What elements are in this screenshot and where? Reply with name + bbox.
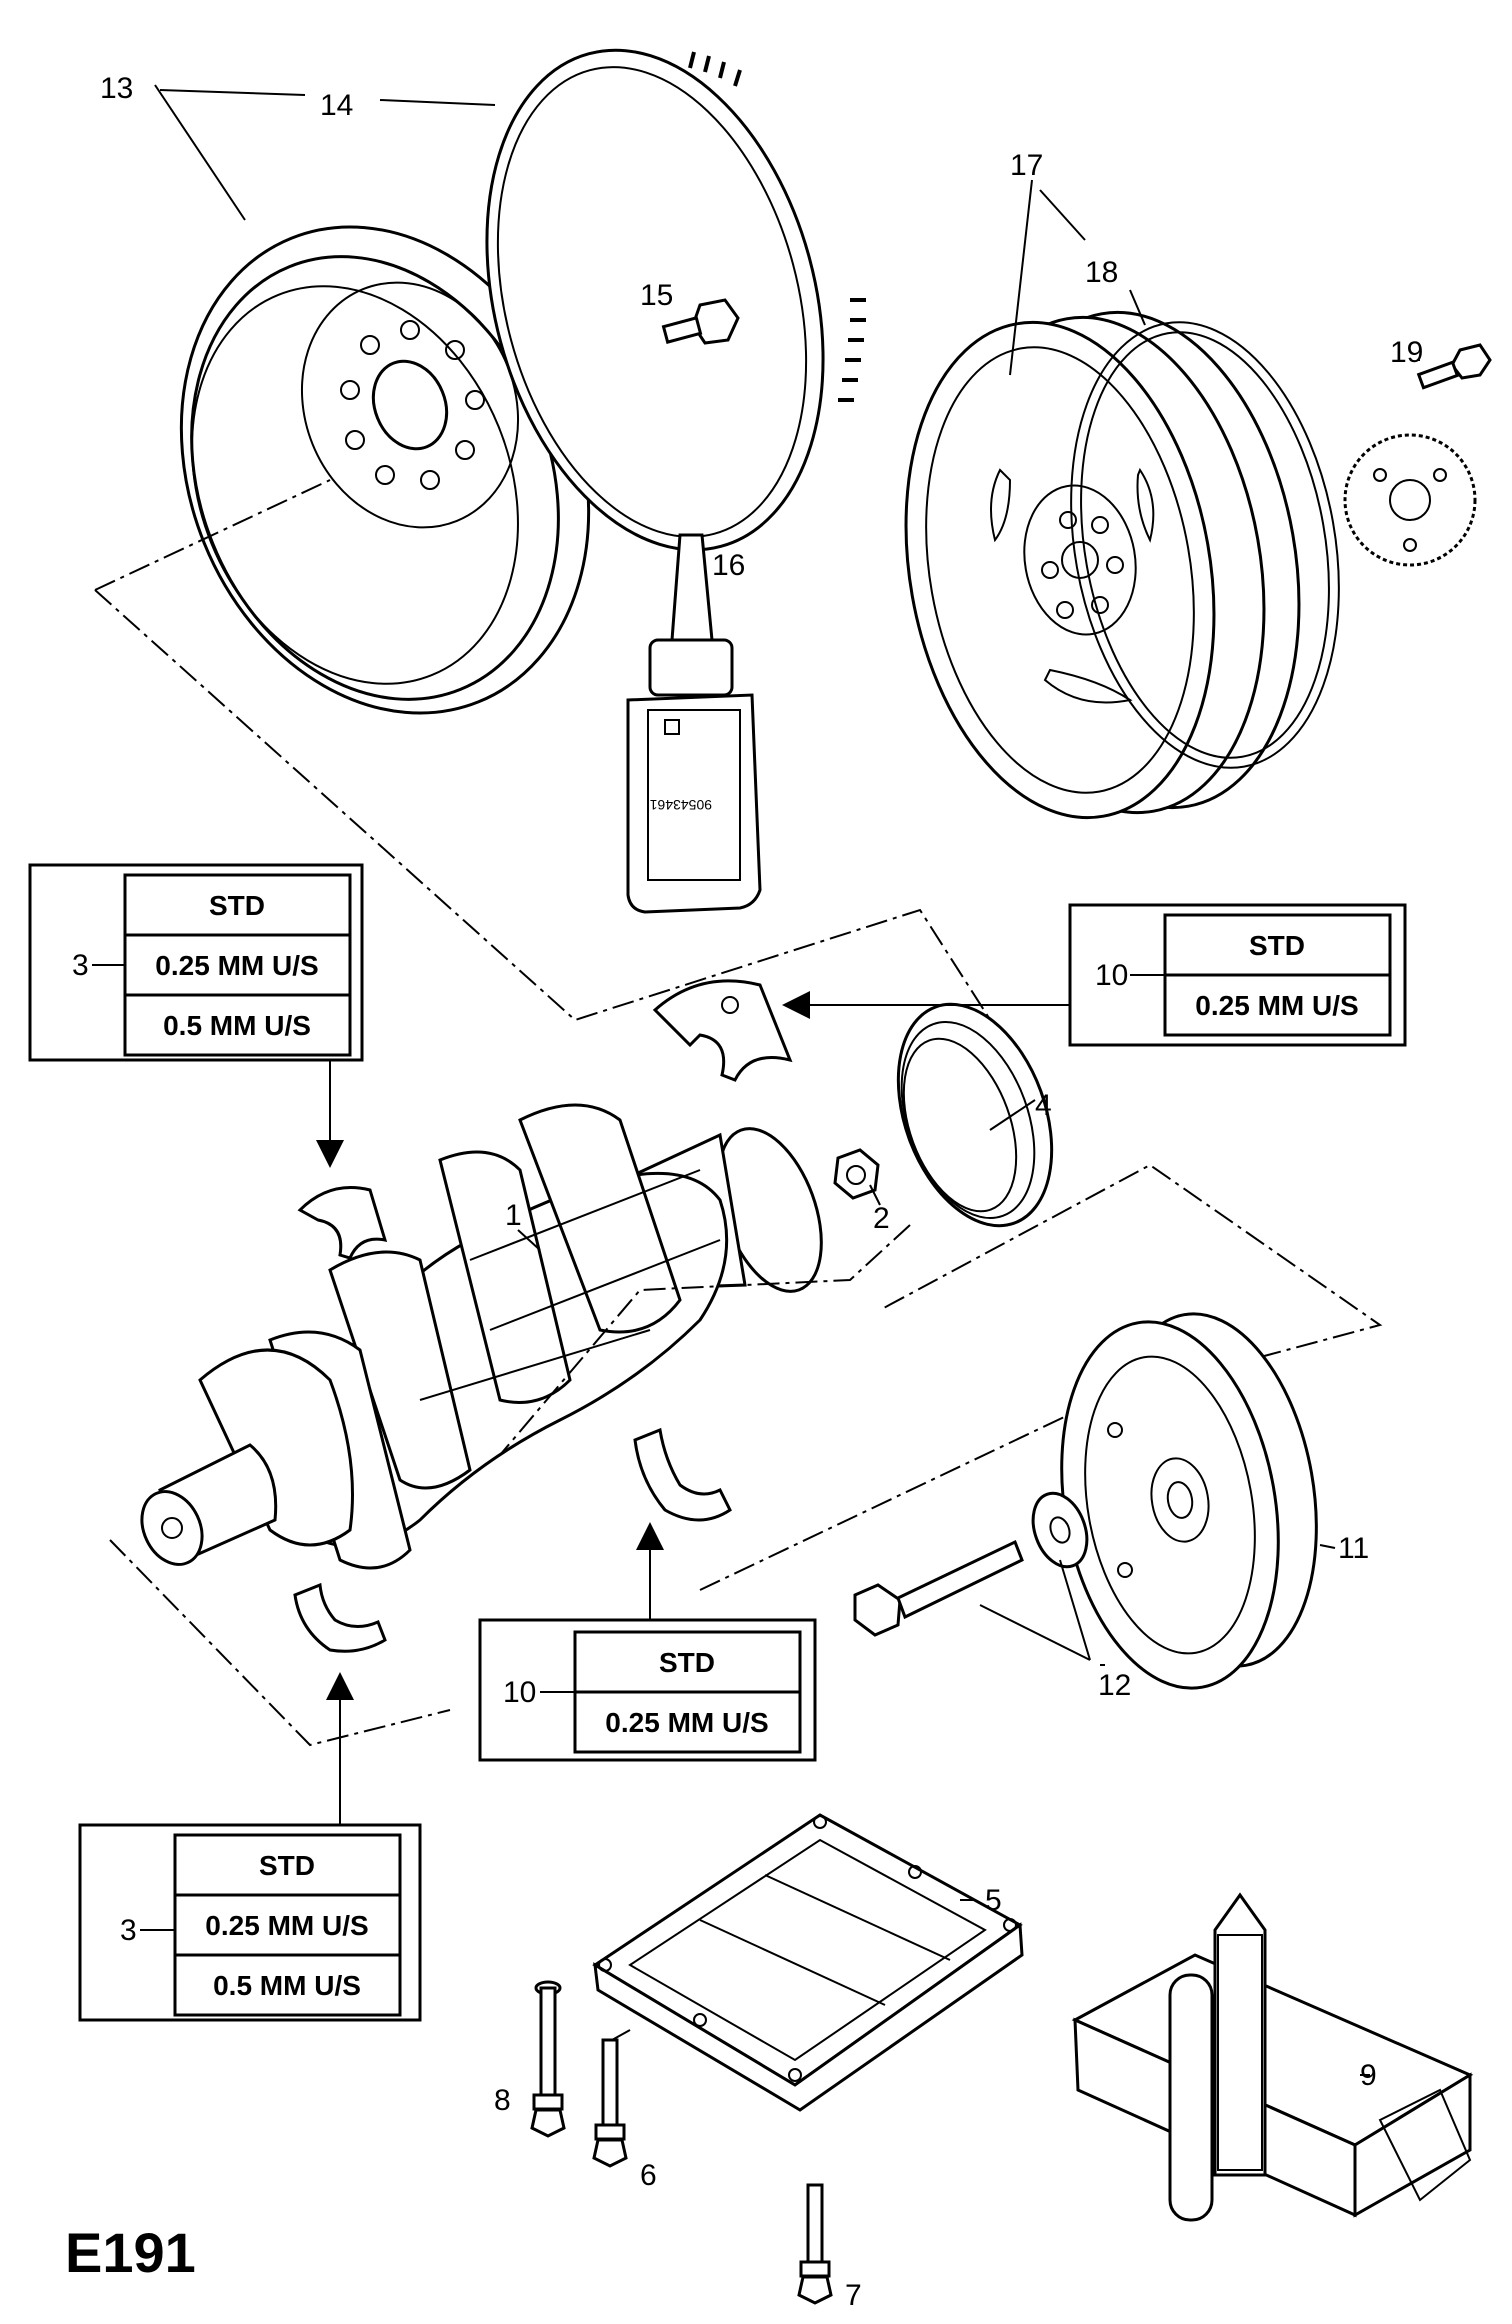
callout-12: 12 bbox=[1098, 1669, 1131, 1702]
lower-left-bearing-shell bbox=[293, 1582, 387, 1653]
flywheel-bolt bbox=[661, 298, 740, 345]
bolt-7 bbox=[797, 2183, 833, 2305]
ladder-frame bbox=[592, 1813, 1024, 2112]
callout-7: 7 bbox=[845, 2279, 862, 2312]
callout-13: 13 bbox=[100, 72, 133, 105]
table-row-05: 0.5 MM U/S bbox=[213, 1970, 361, 2001]
callout-11: 11 bbox=[1338, 1532, 1369, 1565]
table-row-025: 0.25 MM U/S bbox=[155, 950, 318, 981]
callout-2: 2 bbox=[873, 1202, 890, 1235]
pilot-bearing bbox=[833, 1148, 880, 1200]
sealant-kit bbox=[1071, 1892, 1474, 2222]
table-row-025: 0.25 MM U/S bbox=[205, 1910, 368, 1941]
disc-bolt bbox=[1416, 343, 1492, 390]
diagram-code: E191 bbox=[65, 2221, 196, 2284]
bolt-6 bbox=[592, 2038, 628, 2168]
bolt-8 bbox=[530, 1980, 566, 2138]
crankshaft bbox=[140, 1103, 823, 1570]
bottle-label-text: 90543461 bbox=[649, 797, 712, 813]
callout-16: 16 bbox=[712, 549, 745, 582]
starter-gear-ring bbox=[1070, 321, 1340, 769]
callout-19: 19 bbox=[1390, 336, 1423, 369]
table-row-05: 0.5 MM U/S bbox=[163, 1010, 311, 1041]
upper-main-bearing-shell bbox=[652, 979, 793, 1082]
callouts: 13 14 15 16 17 18 19 1 2 4 11 12 5 9 8 6… bbox=[100, 72, 1423, 2312]
bearing-size-table-upper-right: STD 0.25 MM U/S 10 bbox=[782, 903, 1407, 1047]
pulley-bolt bbox=[853, 1539, 1024, 1637]
table-row-std: STD bbox=[659, 1647, 715, 1678]
table-row-std: STD bbox=[209, 890, 265, 921]
crankshaft-pulley bbox=[1060, 1312, 1318, 1690]
bearing-size-table-upper-left: STD 0.25 MM U/S 0.5 MM U/S 3 bbox=[28, 863, 364, 1168]
rear-oil-seal bbox=[896, 1002, 1054, 1228]
reluctor-disc bbox=[1343, 433, 1477, 567]
callout-14: 14 bbox=[320, 89, 353, 122]
callout-8: 8 bbox=[494, 2084, 511, 2117]
thread-locker-bottle: 90543461 bbox=[626, 533, 762, 914]
leader-lines bbox=[154, 84, 1420, 2076]
table-row-std: STD bbox=[1249, 930, 1305, 961]
callout-6: 6 bbox=[640, 2159, 657, 2192]
lower-main-bearing-shell bbox=[633, 1427, 732, 1522]
dual-mass-flywheel bbox=[904, 310, 1301, 820]
callout-17: 17 bbox=[1010, 149, 1043, 182]
callout-5: 5 bbox=[985, 1884, 1002, 1917]
bearing-size-table-middle: STD 0.25 MM U/S 10 bbox=[478, 1522, 817, 1762]
upper-left-bearing-shell bbox=[297, 1186, 388, 1260]
callout-15: 15 bbox=[640, 279, 673, 312]
callout-3-upper: 3 bbox=[72, 949, 89, 982]
callout-18: 18 bbox=[1085, 256, 1118, 289]
callout-1: 1 bbox=[505, 1199, 522, 1232]
callout-9: 9 bbox=[1360, 2059, 1377, 2092]
ring-gear bbox=[485, 48, 866, 552]
table-row-std: STD bbox=[259, 1850, 315, 1881]
callout-4: 4 bbox=[1035, 1089, 1052, 1122]
table-row-025: 0.25 MM U/S bbox=[605, 1707, 768, 1738]
pulley-washer bbox=[1031, 1491, 1089, 1569]
callout-3-lower: 3 bbox=[120, 1914, 137, 1947]
table-row-025: 0.25 MM U/S bbox=[1195, 990, 1358, 1021]
callout-10-middle: 10 bbox=[503, 1676, 536, 1709]
bearing-size-table-lower-left: STD 0.25 MM U/S 0.5 MM U/S 3 bbox=[78, 1672, 422, 2022]
callout-10-upper: 10 bbox=[1095, 959, 1128, 992]
